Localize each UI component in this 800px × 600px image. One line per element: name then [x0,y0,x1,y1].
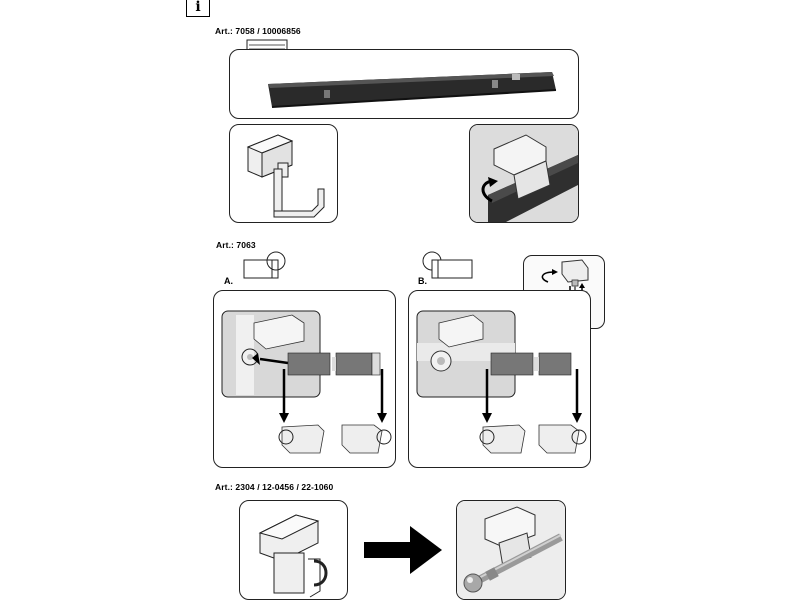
arrow-right-icon [364,524,444,576]
variant-a-label: A. [224,276,233,286]
variant-b-panel [408,290,591,468]
info-icon: i [186,0,210,17]
section-label-art-7058: Art.: 7058 / 10006856 [215,26,301,36]
variant-b-diagram [418,250,478,284]
bracket-mounted-photo [469,124,579,223]
rod-bracket-photo [456,500,566,600]
section-label-art-7063: Art.: 7063 [216,240,256,250]
curtain-rail-image [268,72,557,108]
hook-bracket-panel [239,500,348,600]
bracket-drawing-panel [229,124,338,223]
variant-b-label: B. [418,276,427,286]
variant-a-diagram [240,250,296,284]
variant-a-panel [213,290,396,468]
rail-panel [229,49,579,119]
section-label-art-2304: Art.: 2304 / 12-0456 / 22-1060 [215,482,334,492]
bracket-icon [246,134,325,218]
hook-bracket-icon [258,514,328,598]
